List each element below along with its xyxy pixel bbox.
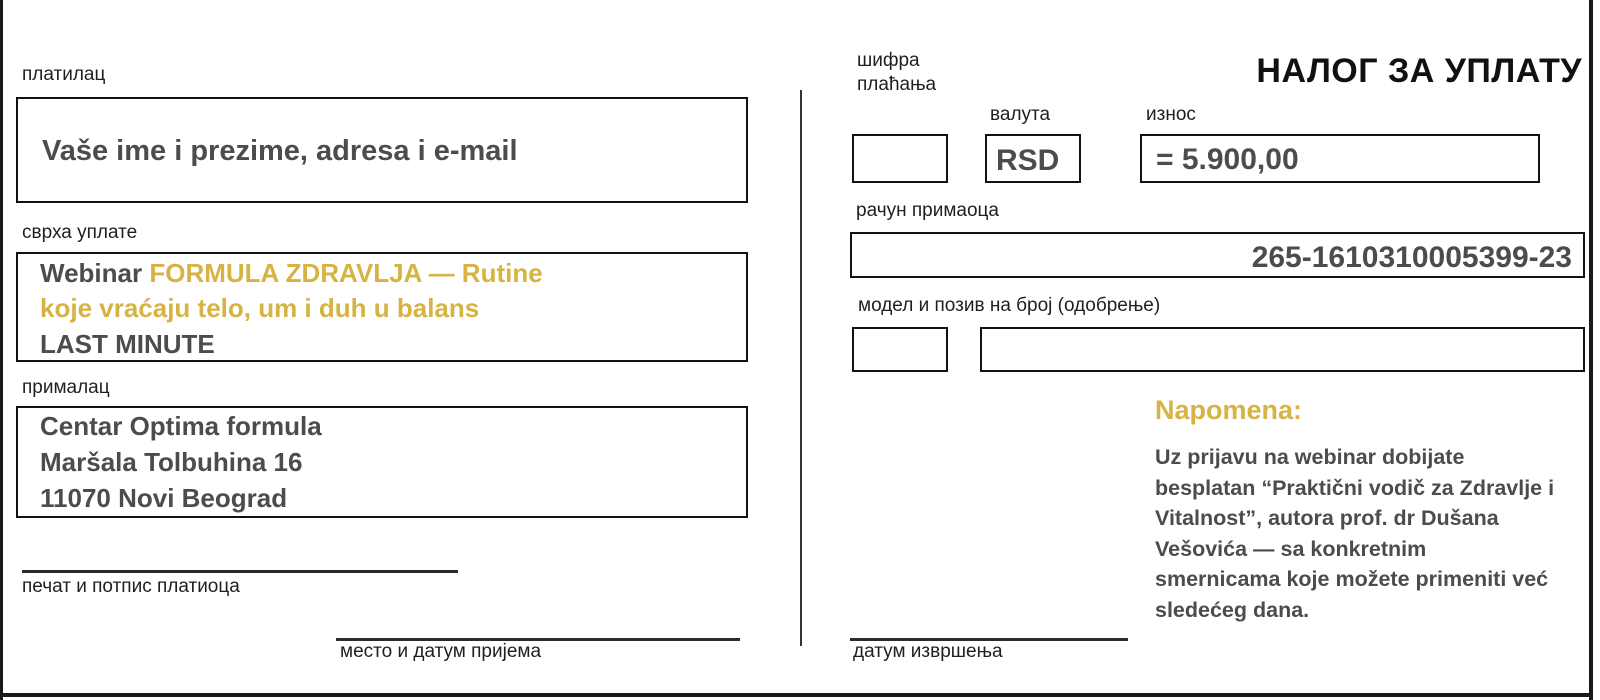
purpose-line3-dark: LAST MINUTE <box>40 328 215 359</box>
recipient-box[interactable] <box>16 406 748 518</box>
currency-box[interactable] <box>985 134 1081 183</box>
purpose-line1-gold: FORMULA ZDRAVLJA — Rutine <box>149 258 543 288</box>
reference-model-box[interactable] <box>852 327 948 372</box>
recipient-label: прималац <box>22 377 110 398</box>
execution-date-rule <box>850 638 1128 641</box>
receipt-date-caption: место и датум пријема <box>340 641 542 662</box>
execution-date-caption: датум извршења <box>853 641 1003 662</box>
frame-border-left <box>0 0 3 700</box>
currency-value: RSD <box>996 144 1060 177</box>
frame-border-right <box>1589 0 1593 700</box>
page-title: НАЛОГ ЗА УПЛАТУ <box>1256 52 1582 90</box>
payment-code-label-line2: плаћања <box>857 74 937 95</box>
payment-code-box[interactable] <box>852 134 948 183</box>
signature-rule <box>22 570 458 573</box>
purpose-box[interactable] <box>16 252 748 362</box>
recipient-line-1: Centar Optima formula <box>40 411 322 441</box>
amount-box[interactable] <box>1140 134 1540 183</box>
currency-label: валута <box>990 104 1051 125</box>
purpose-line1-dark: Webinar <box>40 258 143 288</box>
purpose-label: сврха уплате <box>22 222 138 243</box>
frame-border-bottom <box>0 693 1593 697</box>
receipt-date-rule <box>336 638 740 641</box>
reference-number-box[interactable] <box>980 327 1585 372</box>
recipient-account-label: рачун примаоца <box>856 200 1000 221</box>
amount-value: = 5.900,00 <box>1156 143 1299 176</box>
recipient-account-value: 265-1610310005399-23 <box>1251 241 1572 274</box>
recipient-account-box[interactable] <box>850 232 1585 278</box>
payment-code-label-line1: шифра <box>857 50 920 71</box>
purpose-line2-gold: koje vraćaju telo, um i duh u balans <box>40 293 480 324</box>
amount-label: износ <box>1146 104 1196 125</box>
recipient-line-3: 11070 Novi Beograd <box>40 482 288 513</box>
signature-caption: печат и потпис платиоца <box>22 576 240 597</box>
reference-label: модел и позив на број (одобрење) <box>858 295 1161 316</box>
purpose-value: Webinar FORMULA ZDRAVLJA — Rutine koje v… <box>40 256 740 362</box>
payer-value: Vaše ime i prezime, adresa i e-mail <box>42 135 518 167</box>
recipient-value: Centar Optima formula Maršala Tolbuhina … <box>40 409 740 517</box>
note-body: Uz prijavu na webinar dobijate besplatan… <box>1155 445 1555 622</box>
recipient-line-2: Maršala Tolbuhina 16 <box>40 446 303 477</box>
vertical-divider <box>800 90 802 646</box>
payer-label: платилац <box>22 64 106 85</box>
payer-box[interactable] <box>16 97 748 203</box>
note-title: Napomena: <box>1155 395 1303 425</box>
